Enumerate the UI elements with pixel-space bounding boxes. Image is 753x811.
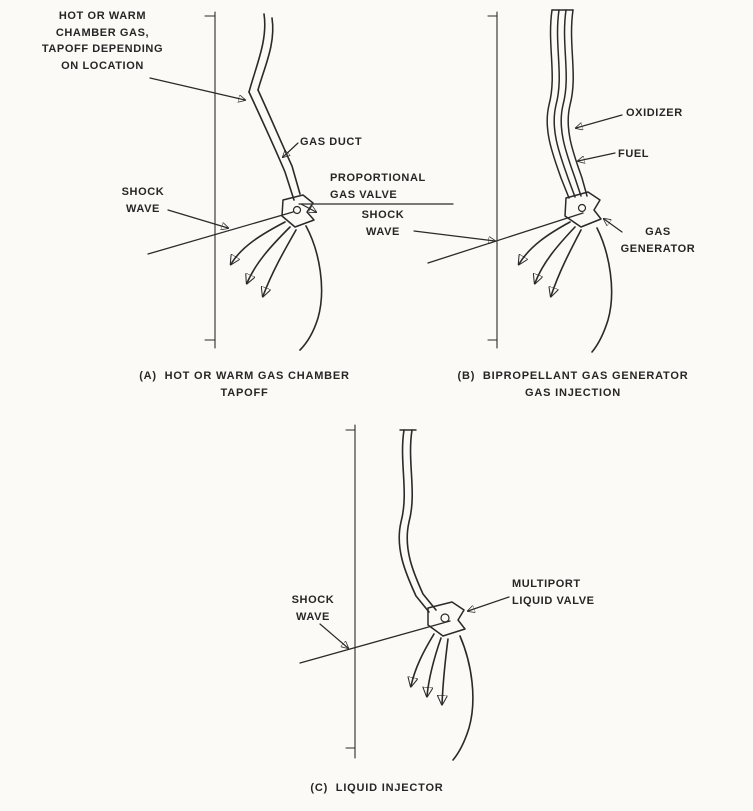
label-gas-generator: GAS GENERATOR bbox=[620, 226, 696, 255]
label-proportional-gas-valve: PROPORTIONAL GAS VALVE bbox=[330, 172, 426, 201]
multiport-liquid-valve-detail bbox=[440, 613, 450, 623]
leader-arrow-shock-c bbox=[319, 623, 348, 648]
label-shock-wave-b: SHOCK WAVE bbox=[361, 209, 405, 238]
shock-wave-line-c bbox=[299, 620, 451, 664]
spray-arrow-a-2 bbox=[247, 226, 291, 283]
spray-arrow-b-1 bbox=[519, 221, 571, 264]
leader-arrow-multiport-valve bbox=[468, 596, 510, 611]
spray-arrow-c-1 bbox=[411, 633, 435, 686]
chamber-wall-inner-a bbox=[257, 17, 274, 91]
nozzle-lower-contour-a bbox=[299, 225, 323, 351]
leader-arrow-gas-generator bbox=[604, 219, 623, 233]
shock-wave-line-a bbox=[147, 211, 294, 255]
leader-arrow-shock-a bbox=[167, 209, 228, 228]
gas-duct-inner-line bbox=[257, 89, 301, 195]
diagram-b-art bbox=[413, 9, 623, 353]
spray-arrow-c-2 bbox=[427, 637, 442, 696]
proportional-gas-valve-body bbox=[281, 194, 315, 228]
fuel-duct-line-1 bbox=[560, 9, 582, 197]
caption-diagram-a: (A) HOT OR WARM GAS CHAMBER TAPOFF bbox=[139, 370, 350, 399]
spray-arrow-a-1 bbox=[231, 221, 286, 264]
leader-arrow-gas-duct bbox=[283, 142, 299, 157]
caption-diagram-c: (C) LIQUID INJECTOR bbox=[310, 782, 444, 794]
multiport-liquid-valve-body bbox=[427, 601, 466, 637]
leader-arrow-valve-a bbox=[300, 203, 316, 212]
nozzle-lower-contour-c bbox=[452, 635, 474, 761]
label-multiport-liquid-valve: MULTIPORT LIQUID VALVE bbox=[512, 578, 595, 607]
proportional-gas-valve-detail bbox=[292, 205, 302, 215]
liquid-duct-inner-line bbox=[406, 429, 437, 611]
spray-arrow-b-3 bbox=[551, 229, 582, 296]
leader-arrow-oxidizer bbox=[576, 114, 623, 128]
spray-arrow-c-3 bbox=[442, 638, 449, 704]
label-shock-wave-a: SHOCK WAVE bbox=[121, 186, 165, 215]
label-chamber-gas-tapoff: HOT OR WARM CHAMBER GAS, TAPOFF DEPENDIN… bbox=[41, 10, 164, 72]
shock-wave-line-b bbox=[427, 212, 584, 264]
label-oxidizer: OXIDIZER bbox=[626, 107, 683, 119]
nozzle-lower-contour-b bbox=[591, 227, 613, 353]
gas-generator-detail bbox=[577, 203, 587, 213]
chamber-wall-outer-a bbox=[248, 13, 266, 93]
label-gas-duct: GAS DUCT bbox=[300, 136, 363, 148]
oxidizer-duct-line-2 bbox=[553, 9, 576, 198]
leader-arrow-shock-b bbox=[413, 230, 495, 241]
gas-duct-outer-line bbox=[248, 91, 295, 201]
liquid-duct-outer-line bbox=[398, 429, 430, 613]
diagram-c-art bbox=[299, 424, 510, 761]
diagram-a-art bbox=[147, 11, 454, 351]
spray-arrow-a-3 bbox=[263, 229, 297, 296]
oxidizer-duct-line-1 bbox=[546, 9, 570, 199]
caption-diagram-b: (B) BIPROPELLANT GAS GENERATOR GAS INJEC… bbox=[457, 370, 689, 399]
label-fuel: FUEL bbox=[618, 148, 650, 160]
leader-arrow-tapoff bbox=[149, 77, 245, 100]
label-shock-wave-c: SHOCK WAVE bbox=[291, 594, 335, 623]
leader-arrow-fuel bbox=[578, 152, 616, 161]
spray-arrow-b-2 bbox=[535, 226, 576, 283]
